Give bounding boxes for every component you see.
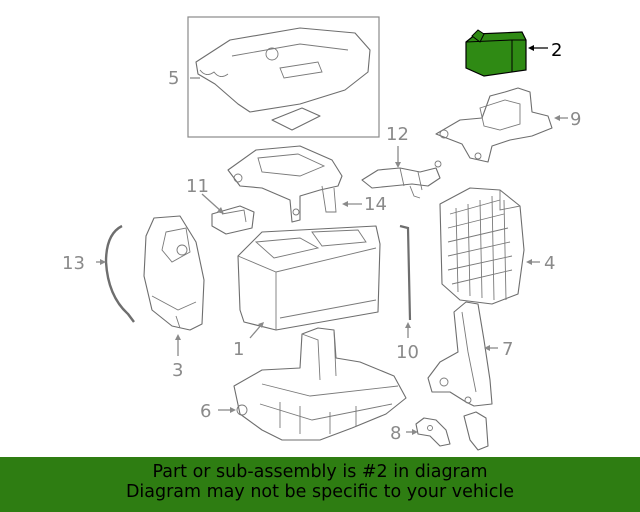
callout-9: 9 (570, 109, 581, 130)
diagram-notice-banner: Part or sub-assembly is #2 in diagram Di… (0, 457, 640, 512)
leader-lines (96, 45, 568, 435)
callout-14: 14 (364, 194, 387, 215)
part-11-clamp (211, 205, 255, 235)
part-13-wire (104, 224, 135, 323)
part-14-support (227, 145, 343, 223)
part-9-bracket (435, 87, 553, 163)
parts-diagram: 2 5 9 12 11 14 4 13 1 10 7 3 6 8 (62, 16, 581, 451)
callout-6: 6 (200, 401, 211, 422)
callout-5: 5 (168, 68, 179, 89)
part-1-battery (237, 225, 381, 331)
callout-1: 1 (233, 339, 244, 360)
callout-2: 2 (551, 40, 562, 61)
part-2-highlighted-fuse[interactable] (465, 29, 527, 77)
notice-line-disclaimer: Diagram may not be specific to your vehi… (125, 482, 515, 502)
part-3-side-bracket (143, 215, 205, 331)
part-6-battery-tray (233, 327, 407, 441)
callout-3: 3 (172, 360, 183, 381)
callout-7: 7 (502, 339, 513, 360)
callout-10: 10 (396, 342, 419, 363)
part-4-fuse-box (439, 187, 525, 305)
part-8-clip (415, 411, 489, 451)
callout-4: 4 (544, 253, 555, 274)
callout-12: 12 (386, 124, 409, 145)
callout-11: 11 (186, 176, 209, 197)
callout-8: 8 (390, 423, 401, 444)
part-7-bracket (427, 301, 493, 407)
callout-13: 13 (62, 253, 85, 274)
notice-line-part-number: Part or sub-assembly is #2 in diagram (152, 462, 488, 482)
part-12-cable (361, 160, 442, 199)
part-5-battery-cover (187, 16, 380, 138)
part-10-rod (399, 224, 412, 321)
